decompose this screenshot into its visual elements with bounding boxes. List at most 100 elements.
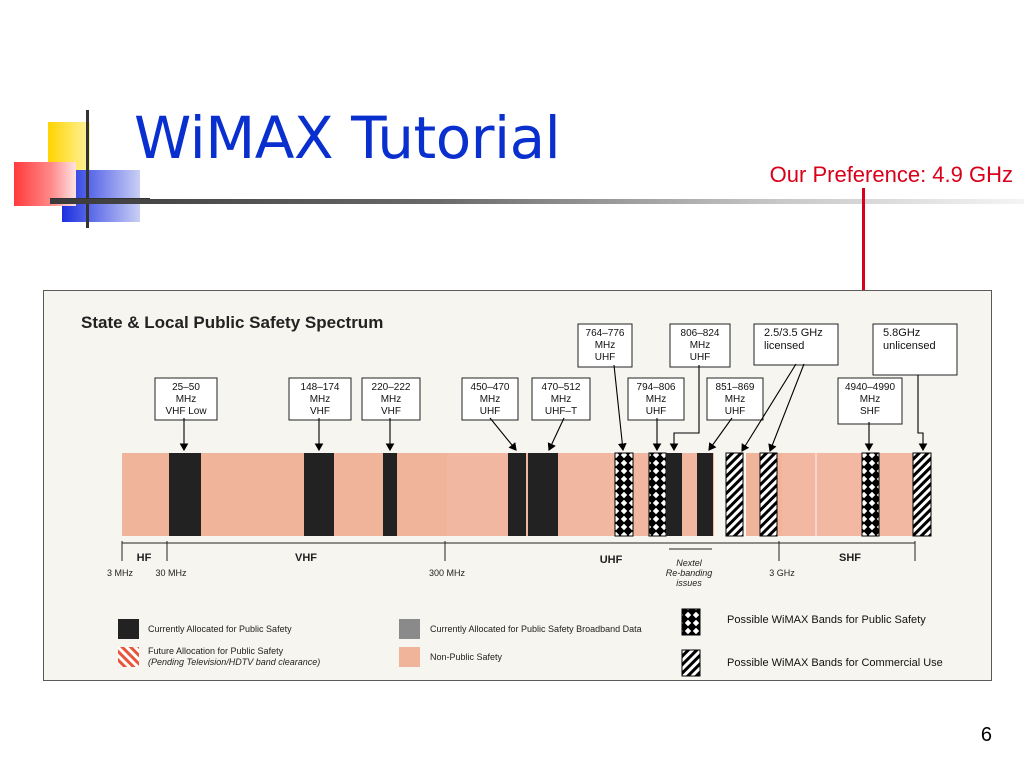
- label-806-824-line: 806–824: [681, 328, 720, 339]
- band-5-8-ghz: [912, 452, 932, 537]
- band-794-806: [648, 452, 667, 537]
- band-label-shf: SHF: [839, 552, 861, 564]
- band-commercial-35: [759, 452, 778, 537]
- label-450-470-line: UHF: [480, 406, 501, 417]
- legend-sublabel-future: (Pending Television/HDTV band clearance): [148, 657, 320, 667]
- label-25-50-line: 25–50: [172, 382, 200, 393]
- label-470-512-line: UHF–T: [545, 406, 577, 417]
- label-5-8-ghz-line: 5.8GHz: [883, 327, 920, 339]
- label-5-8-ghz-line: unlicensed: [883, 340, 936, 352]
- legend-label-broadband: Currently Allocated for Public Safety Br…: [430, 624, 642, 634]
- diagram-title: State & Local Public Safety Spectrum: [81, 313, 383, 332]
- spectrum-canvas: State & Local Public Safety Spectrum 764…: [81, 313, 958, 677]
- label-764-776-line: UHF: [595, 352, 616, 363]
- label-220-222-line: MHz: [381, 394, 402, 405]
- label-220-222-line: VHF: [381, 406, 401, 417]
- label-794-806-line: 794–806: [637, 382, 676, 393]
- label-806-824-box: [669, 323, 731, 368]
- label-2-5-3-5-ghz-line: 2.5/3.5 GHz: [764, 327, 823, 339]
- spectrum-diagram: State & Local Public Safety Spectrum 764…: [43, 290, 992, 681]
- label-148-174-line: MHz: [310, 394, 331, 405]
- slide-title: WiMAX Tutorial: [134, 104, 561, 172]
- band-764-776: [614, 452, 634, 537]
- nextel-line-1: Nextel: [676, 558, 703, 568]
- label-2-5-3-5-ghz-line: licensed: [764, 340, 804, 352]
- frequency-axis: [121, 541, 916, 561]
- label-4940-4990-line: SHF: [860, 406, 880, 417]
- legend-swatch-future: [118, 647, 139, 667]
- label-450-470-box: [461, 377, 519, 421]
- band-806-824: [666, 453, 682, 536]
- band-commercial-25: [725, 452, 744, 537]
- label-148-174-line: 148–174: [301, 382, 340, 393]
- label-220-222-box: [361, 377, 421, 421]
- label-470-512-line: MHz: [551, 394, 572, 405]
- legend-swatch-hatched: [681, 649, 701, 677]
- label-851-869-box: [706, 377, 764, 421]
- band-4940-4990: [861, 452, 880, 537]
- label-4940-4990-line: MHz: [860, 394, 881, 405]
- label-450-470-line: 450–470: [471, 382, 510, 393]
- label-2-5-3-5-ghz-box: [753, 323, 839, 366]
- label-794-806-line: MHz: [646, 394, 667, 405]
- band-851-869: [697, 453, 713, 536]
- nextel-note: Nextel Re-banding issues: [666, 558, 713, 588]
- nextel-line-3: issues: [676, 578, 702, 588]
- label-4940-4990-box: [837, 377, 903, 425]
- legend-label-public-wimax: Possible WiMAX Bands for Public Safety: [727, 614, 926, 626]
- range-divider: [815, 453, 817, 536]
- label-450-470-line: MHz: [480, 394, 501, 405]
- label-4940-4990-line: 4940–4990: [845, 382, 895, 393]
- preference-note: Our Preference: 4.9 GHz: [769, 162, 1013, 187]
- label-arrows: [179, 363, 928, 453]
- freq-label-3mhz: 3 MHz: [107, 568, 134, 578]
- label-851-869-line: UHF: [725, 406, 746, 417]
- legend-label-allocated: Currently Allocated for Public Safety: [148, 624, 292, 634]
- title-underline: [50, 199, 1024, 204]
- legend-swatch-broadband: [399, 619, 420, 639]
- legend: Currently Allocated for Public Safety Fu…: [118, 608, 943, 677]
- label-25-50-line: VHF Low: [165, 406, 207, 417]
- legend-swatch-non-public: [399, 647, 420, 667]
- label-806-824-line: MHz: [690, 340, 711, 351]
- label-25-50-line: MHz: [176, 394, 197, 405]
- label-764-776-box: [577, 323, 633, 368]
- label-764-776-line: 764–776: [586, 328, 625, 339]
- label-794-806-box: [627, 377, 685, 421]
- label-794-806-line: UHF: [646, 406, 667, 417]
- label-851-869-line: 851–869: [716, 382, 755, 393]
- band-220-222: [383, 453, 397, 536]
- legend-label-commercial-wimax: Possible WiMAX Bands for Commercial Use: [727, 657, 943, 669]
- freq-label-30mhz: 30 MHz: [155, 568, 187, 578]
- spectrum-bar: [122, 452, 932, 537]
- legend-label-non-public: Non-Public Safety: [430, 652, 503, 662]
- legend-swatch-allocated: [118, 619, 139, 639]
- freq-label-300mhz: 300 MHz: [429, 568, 466, 578]
- label-470-512-box: [531, 377, 591, 421]
- band-label-uhf: UHF: [600, 554, 623, 566]
- band-25-50: [169, 453, 201, 536]
- nextel-line-2: Re-banding: [666, 568, 713, 578]
- legend-swatch-checker: [681, 608, 701, 636]
- band-label-hf: HF: [137, 552, 152, 564]
- label-25-50-box: [154, 377, 218, 421]
- label-764-776-line: MHz: [595, 340, 616, 351]
- slide-logo-icon: [14, 110, 150, 228]
- label-851-869-line: MHz: [725, 394, 746, 405]
- band-470-512: [528, 453, 558, 536]
- label-470-512-line: 470–512: [542, 382, 581, 393]
- band-450-470: [508, 453, 526, 536]
- legend-label-future: Future Allocation for Public Safety: [148, 646, 284, 656]
- page-number: 6: [980, 724, 992, 746]
- label-148-174-box: [288, 377, 352, 421]
